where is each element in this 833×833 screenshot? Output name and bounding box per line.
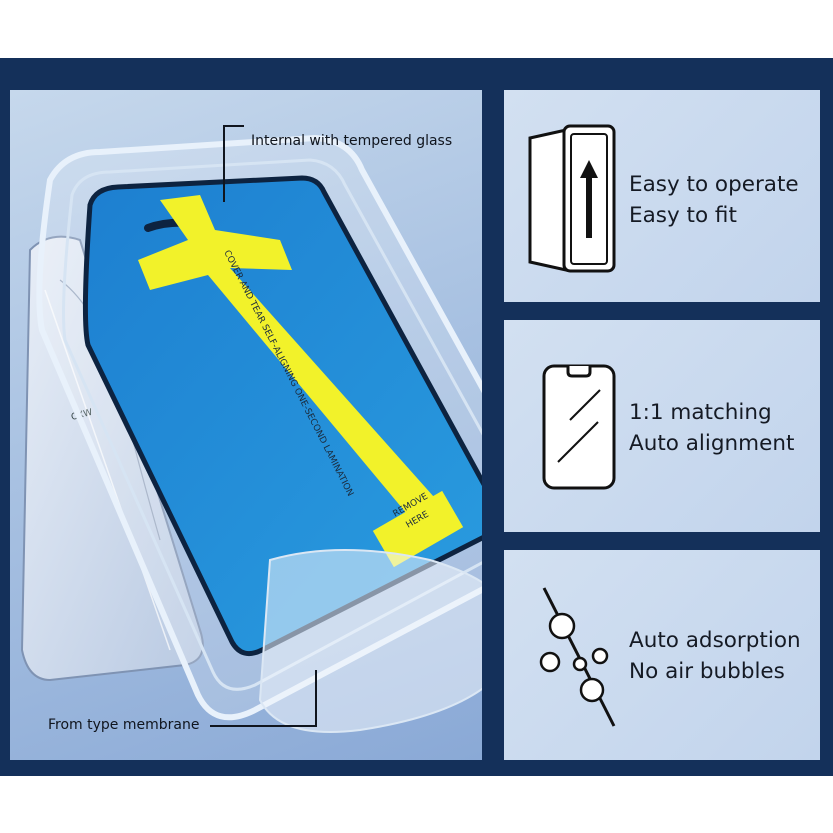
screen-protector-illustration: OXW COVER AND TEAR SELF-ALIGNING ONE-SEC…	[20, 125, 482, 733]
callout-line-bottom	[210, 670, 317, 727]
callout-membrane: From type membrane	[48, 717, 200, 733]
product-illustration-panel: OXW COVER AND TEAR SELF-ALIGNING ONE-SEC…	[10, 90, 482, 760]
feature-adsorption-line2: No air bubbles	[629, 659, 785, 684]
feature-easy-line2: Easy to fit	[629, 203, 737, 228]
feature-matching-line2: Auto alignment	[629, 431, 795, 456]
phone-screen-glass-icon	[542, 364, 616, 490]
feature-card-matching: 1:1 matching Auto alignment	[504, 320, 820, 532]
feature-card-adsorption: Auto adsorption No air bubbles	[504, 550, 820, 760]
feature-matching-line1: 1:1 matching	[629, 400, 772, 425]
bubbles-removal-icon	[539, 587, 616, 727]
yellow-guide-sticker	[138, 195, 464, 568]
membrane-film	[258, 549, 482, 733]
feature-adsorption-line1: Auto adsorption	[629, 628, 801, 653]
feature-easy-line1: Easy to operate	[629, 172, 799, 197]
callout-tempered-glass: Internal with tempered glass	[251, 133, 453, 149]
screen-protector-install-icon	[528, 124, 616, 273]
feature-card-easy: Easy to operate Easy to fit	[504, 90, 820, 302]
callout-line-top	[223, 125, 244, 202]
